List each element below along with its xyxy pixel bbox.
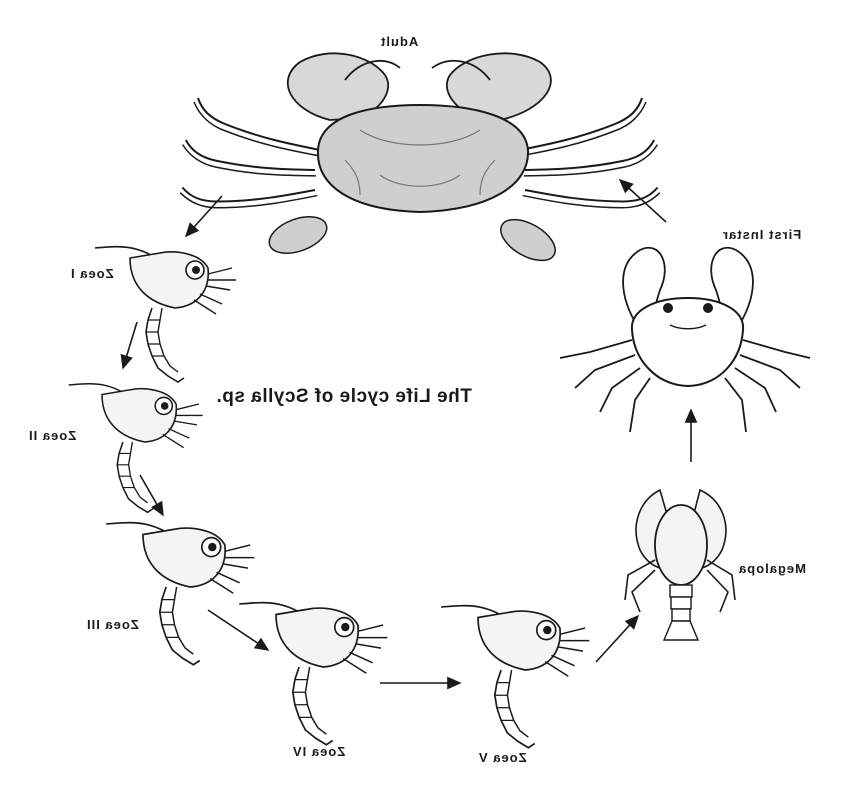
- cycle-arrows: [120, 178, 698, 690]
- diagram-title: The Life cycle of Scylla sp.: [216, 386, 472, 407]
- arrow-zoea3-to-zoea4: [207, 609, 270, 651]
- arrow-zoea1-to-zoea2: [120, 321, 138, 370]
- first-instar-illustration: [559, 247, 811, 433]
- stage-label-zoea-3: Zoea III: [86, 617, 139, 632]
- megalopa-illustration: [624, 488, 736, 641]
- zoea-1-illustration: [94, 245, 237, 383]
- stage-label-zoea-2: Zoea II: [28, 428, 77, 443]
- stage-label-adult: Adult: [380, 34, 419, 49]
- zoea-5-illustration: [440, 604, 591, 749]
- stage-label-first-instar: First Instar: [722, 227, 802, 242]
- arrow-zoea2-to-zoea3: [139, 474, 164, 517]
- zoea-3-illustration: [105, 521, 256, 666]
- stage-label-zoea-1: Zoea I: [70, 266, 114, 281]
- arrow-zoea5-to-megalopa: [595, 614, 640, 663]
- stage-label-zoea-4: Zoea IV: [292, 744, 346, 759]
- zoea-2-illustration: [67, 383, 204, 514]
- stage-label-zoea-5: Zoea V: [478, 750, 527, 765]
- adult-crab-illustration: [177, 52, 663, 262]
- zoea-4-illustration: [238, 601, 389, 746]
- stage-label-megalopa: Megalopa: [738, 561, 806, 576]
- arrow-first-instar-to-adult: [618, 178, 667, 223]
- arrow-adult-to-zoea1: [184, 195, 223, 238]
